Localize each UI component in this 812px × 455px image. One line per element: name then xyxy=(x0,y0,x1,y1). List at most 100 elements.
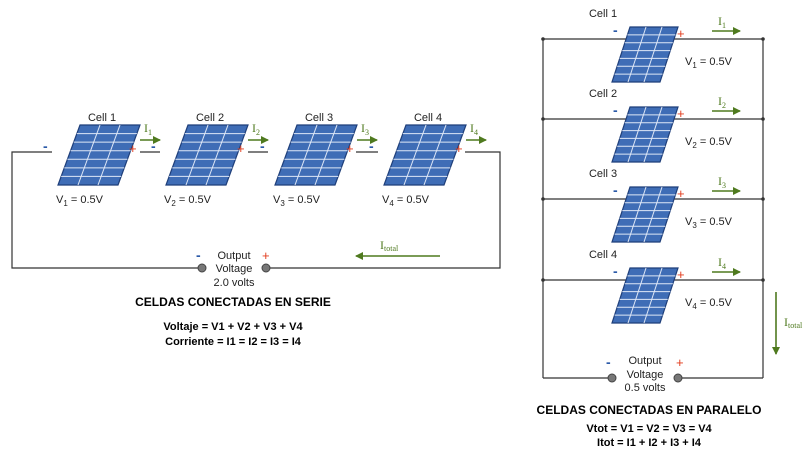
parallel-panel-3 xyxy=(611,186,679,243)
parallel-output-plus-terminal xyxy=(673,373,683,383)
panel-column-line xyxy=(627,26,647,83)
parallel-output-minus-terminal xyxy=(607,373,617,383)
series-cell-plus: + xyxy=(129,141,137,156)
parallel-cell-minus: - xyxy=(613,263,618,279)
series-output-plus: + xyxy=(262,248,270,263)
panel-column-line xyxy=(627,106,647,163)
parallel-cell-plus: + xyxy=(677,106,685,121)
junction-dot xyxy=(541,37,545,41)
series-caption-title: CELDAS CONECTADAS EN SERIE xyxy=(135,295,331,309)
parallel-voltage-label: Voltage xyxy=(627,369,664,381)
parallel-cell-voltage: V1 = 0.5V xyxy=(685,56,733,70)
series-voltage-value: 2.0 volts xyxy=(214,277,255,289)
junction-dot xyxy=(541,278,545,282)
panel-column-line xyxy=(643,267,663,324)
panel-column-line xyxy=(97,124,121,186)
panel-column-line xyxy=(423,124,447,186)
series-cell-minus: - xyxy=(43,138,48,154)
parallel-voltage-value: 0.5 volts xyxy=(625,382,666,394)
parallel-caption-voltage: Vtot = V1 = V2 = V3 = V4 xyxy=(586,423,712,435)
series-cell-voltage: V3 = 0.5V xyxy=(273,194,321,208)
series-current-label: I4 xyxy=(470,121,478,137)
parallel-current-label: I4 xyxy=(718,255,726,271)
parallel-cell-plus: + xyxy=(677,186,685,201)
series-cell-voltage: V4 = 0.5V xyxy=(382,194,430,208)
parallel-cell-voltage: V2 = 0.5V xyxy=(685,136,733,150)
series-panel-2 xyxy=(165,124,249,186)
series-cell-minus: - xyxy=(151,138,156,154)
series-current-label: I1 xyxy=(144,121,152,137)
junction-dot xyxy=(761,197,765,201)
series-voltage-label: Voltage xyxy=(216,263,253,275)
parallel-caption-current: Itot = I1 + I2 + I3 + I4 xyxy=(597,437,702,449)
parallel-current-label: I2 xyxy=(718,94,726,110)
series-panel-1 xyxy=(57,124,141,186)
series-panel-4 xyxy=(383,124,467,186)
panel-column-line xyxy=(643,26,663,83)
series-current-label: I3 xyxy=(361,121,369,137)
series-output-minus-terminal xyxy=(197,263,207,273)
panel-column-line xyxy=(185,124,209,186)
parallel-cell-plus: + xyxy=(677,267,685,282)
panel-column-line xyxy=(627,186,647,243)
series-output-label: Output xyxy=(217,250,250,262)
series-cell-name: Cell 3 xyxy=(305,112,333,124)
junction-dot xyxy=(761,117,765,121)
parallel-cell-name: Cell 3 xyxy=(589,168,617,180)
series-cell-voltage: V1 = 0.5V xyxy=(56,194,104,208)
parallel-caption-title: CELDAS CONECTADAS EN PARALELO xyxy=(537,403,762,417)
parallel-cell-minus: - xyxy=(613,182,618,198)
series-caption-voltage: Voltaje = V1 + V2 + V3 + V4 xyxy=(163,321,303,333)
junction-dot xyxy=(541,197,545,201)
series-cell-name: Cell 2 xyxy=(196,112,224,124)
parallel-cell-name: Cell 4 xyxy=(589,249,617,261)
panel-column-line xyxy=(314,124,338,186)
panel-column-line xyxy=(205,124,229,186)
series-cell-2: Cell 2 - + V2 = 0.5V I2 xyxy=(151,112,269,208)
series-output-plus-terminal xyxy=(261,263,271,273)
parallel-cell-minus: - xyxy=(613,102,618,118)
parallel-cell-plus: + xyxy=(677,26,685,41)
series-cell-plus: + xyxy=(237,141,245,156)
panel-column-line xyxy=(627,267,647,324)
parallel-current-label: I3 xyxy=(718,174,726,190)
junction-dot xyxy=(761,37,765,41)
parallel-output-minus: - xyxy=(606,354,611,370)
parallel-cell-minus: - xyxy=(613,22,618,38)
panel-column-line xyxy=(403,124,427,186)
series-wire-right xyxy=(270,151,501,269)
series-caption-current: Corriente = I1 = I2 = I3 = I4 xyxy=(165,336,302,348)
parallel-cell-voltage: V3 = 0.5V xyxy=(685,216,733,230)
parallel-cell-1: Cell 1 - + V1 = 0.5V I1 xyxy=(541,8,765,83)
panel-column-line xyxy=(643,186,663,243)
parallel-output-plus: + xyxy=(676,355,684,370)
panel-column-line xyxy=(643,106,663,163)
series-panel-3 xyxy=(274,124,358,186)
parallel-total-current-label: Itotal xyxy=(784,315,803,330)
junction-dot xyxy=(761,278,765,282)
parallel-cell-3: Cell 3 - + V3 = 0.5V I3 xyxy=(541,168,765,243)
series-total-current-label: Itotal xyxy=(380,238,399,253)
series-cell-plus: + xyxy=(346,141,354,156)
series-current-label: I2 xyxy=(252,121,260,137)
series-wire-left xyxy=(11,151,202,269)
parallel-current-label: I1 xyxy=(718,14,726,30)
panel-column-line xyxy=(294,124,318,186)
series-cell-name: Cell 4 xyxy=(414,112,442,124)
parallel-cell-voltage: V4 = 0.5V xyxy=(685,297,733,311)
series-cell-voltage: V2 = 0.5V xyxy=(164,194,212,208)
series-cell-plus: + xyxy=(455,141,463,156)
series-output-minus: - xyxy=(196,247,201,263)
junction-dot xyxy=(541,117,545,121)
panel-column-line xyxy=(77,124,101,186)
parallel-cell-4: Cell 4 - + V4 = 0.5V I4 xyxy=(541,249,765,324)
parallel-cell-name: Cell 1 xyxy=(589,8,617,20)
